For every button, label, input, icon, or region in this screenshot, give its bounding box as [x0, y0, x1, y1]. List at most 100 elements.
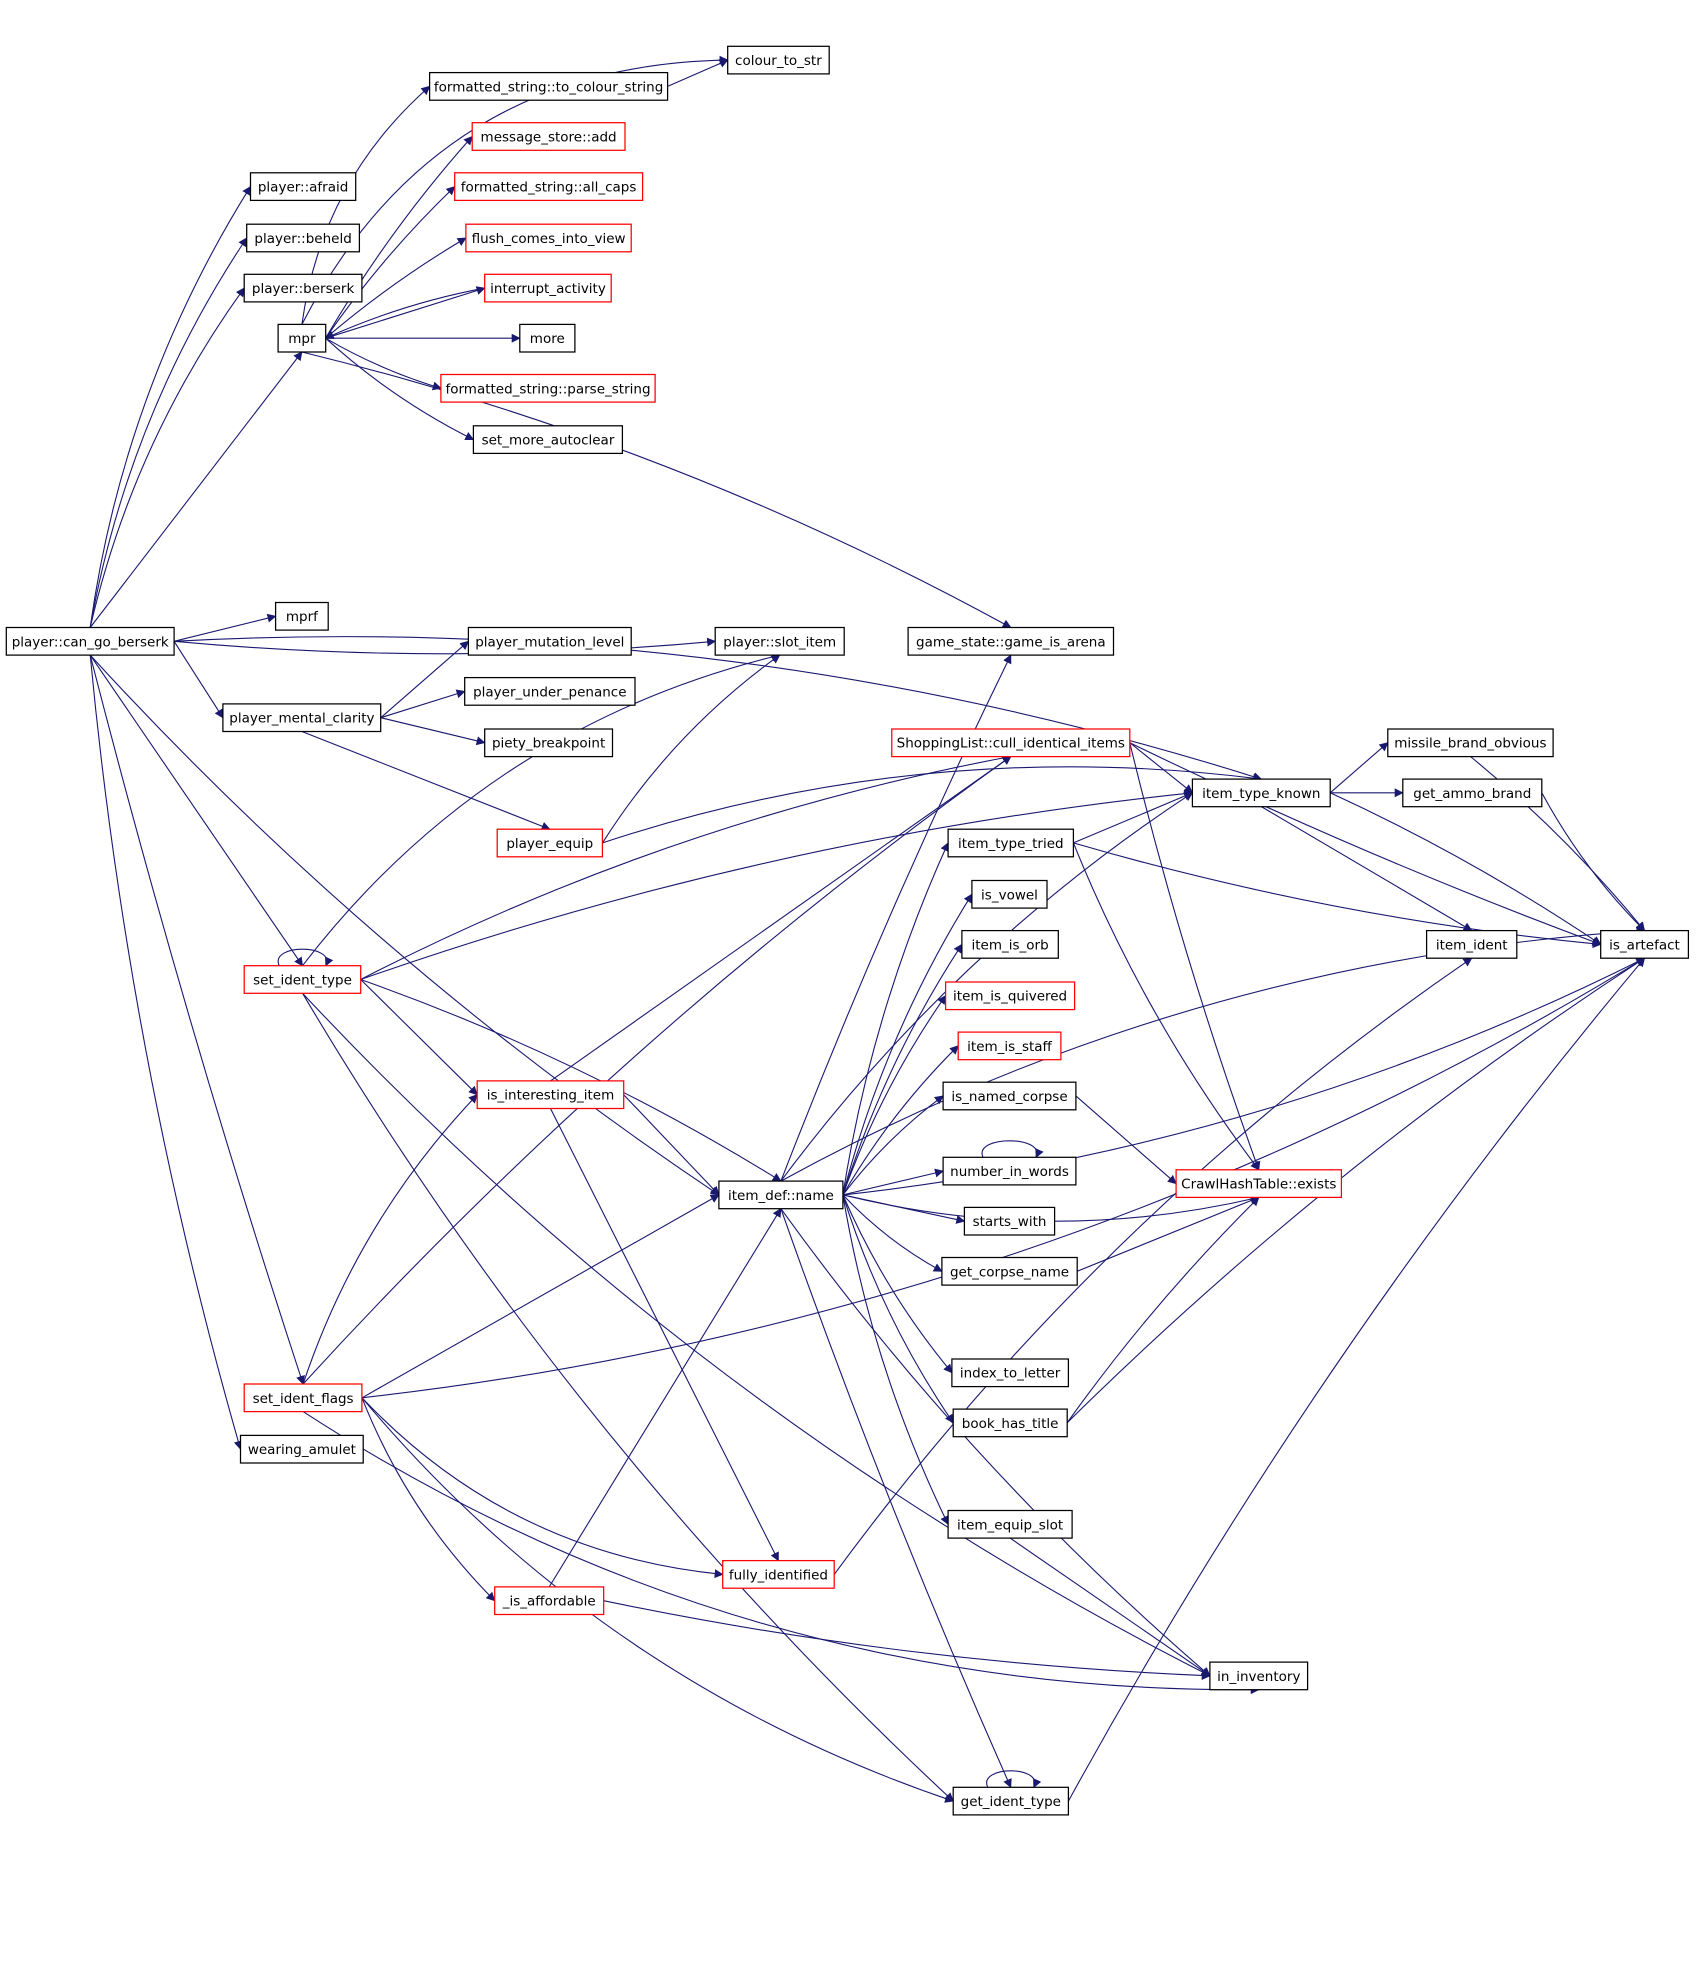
node-che[interactable]: CrawlHashTable::exists	[1175, 1169, 1343, 1199]
node-box	[222, 703, 382, 733]
node-label: player::berserk	[252, 281, 355, 297]
node-box	[467, 626, 632, 656]
node-fciv[interactable]: flush_comes_into_view	[465, 223, 632, 253]
edge-self-niw	[981, 1140, 1044, 1159]
node-box	[465, 223, 632, 253]
node-label: is_interesting_item	[487, 1088, 614, 1104]
node-msa[interactable]: message_store::add	[471, 122, 626, 151]
node-itk[interactable]: item_type_known	[1191, 778, 1331, 808]
node-box	[494, 1586, 605, 1616]
node-label: starts_with	[973, 1214, 1047, 1230]
node-ia[interactable]: interrupt_activity	[484, 273, 612, 303]
node-peq[interactable]: player_equip	[496, 828, 604, 858]
node-cts[interactable]: colour_to_str	[727, 45, 830, 75]
node-box	[942, 1156, 1077, 1186]
edge-idn-ies	[842, 1194, 949, 1526]
node-box	[484, 273, 612, 303]
node-root[interactable]: player::can_go_berserk	[5, 626, 175, 656]
node-box	[484, 728, 614, 758]
node-itl[interactable]: index_to_letter	[951, 1358, 1070, 1388]
edge-self-sit	[277, 948, 334, 967]
node-pmc[interactable]: player_mental_clarity	[222, 703, 382, 733]
node-iii[interactable]: is_interesting_item	[476, 1080, 625, 1110]
node-git[interactable]: get_ident_type	[952, 1786, 1070, 1816]
node-mbo[interactable]: missile_brand_obvious	[1387, 728, 1554, 758]
node-box	[1387, 728, 1554, 758]
node-more[interactable]: more	[519, 323, 576, 353]
node-box	[1425, 929, 1518, 959]
node-label: player::can_go_berserk	[12, 634, 169, 650]
node-box	[971, 879, 1048, 909]
edge-idn-iart	[780, 926, 1646, 1182]
edge-root-idn	[89, 654, 720, 1196]
node-box	[243, 1383, 363, 1413]
edge-itk-iart	[1329, 792, 1602, 945]
edge-root-mpr	[89, 351, 303, 628]
edge-root-psi	[174, 637, 717, 655]
node-label: player_mutation_level	[475, 634, 624, 650]
node-gab[interactable]: get_ammo_brand	[1402, 778, 1543, 808]
node-mprf[interactable]: mprf	[274, 601, 329, 631]
node-pml[interactable]: player_mutation_level	[467, 626, 632, 656]
edge-ia-mpr	[324, 287, 485, 339]
node-label: ShoppingList::cull_identical_items	[897, 736, 1125, 752]
edge-pmc-pml	[380, 640, 470, 719]
node-pup[interactable]: player_under_penance	[464, 676, 636, 706]
node-box	[942, 1081, 1077, 1111]
node-box	[941, 1256, 1078, 1286]
edges	[89, 55, 1646, 1803]
node-label: item_type_known	[1202, 786, 1320, 802]
node-box	[952, 1408, 1068, 1438]
node-tcs[interactable]: formatted_string::to_colour_string	[428, 71, 669, 101]
node-box	[957, 1031, 1062, 1061]
node-box	[519, 323, 576, 353]
node-bht[interactable]: book_has_title	[952, 1408, 1068, 1438]
node-box	[454, 172, 644, 202]
node-iaff[interactable]: _is_affordable	[494, 1586, 605, 1616]
node-beheld[interactable]: player::beheld	[246, 223, 361, 253]
node-idn[interactable]: item_def::name	[718, 1180, 844, 1210]
node-sw[interactable]: starts_with	[963, 1206, 1056, 1236]
node-box	[5, 626, 175, 656]
node-inc[interactable]: is_named_corpse	[942, 1081, 1077, 1111]
node-scii[interactable]: ShoppingList::cull_identical_items	[891, 728, 1131, 758]
node-sma[interactable]: set_more_autoclear	[472, 425, 624, 455]
node-psi[interactable]: player::slot_item	[714, 626, 845, 656]
node-label: set_ident_flags	[253, 1391, 354, 1407]
node-berserk[interactable]: player::berserk	[243, 273, 363, 303]
node-box	[714, 626, 845, 656]
node-iart[interactable]: is_artefact	[1600, 929, 1690, 959]
edge-itk-mbo	[1329, 742, 1389, 794]
node-box	[947, 1509, 1073, 1539]
edge-mpr-fac	[325, 185, 456, 339]
node-box	[496, 828, 604, 858]
edge-sif-iii	[302, 1094, 478, 1385]
node-sif[interactable]: set_ident_flags	[243, 1383, 363, 1413]
node-gcn[interactable]: get_corpse_name	[941, 1256, 1078, 1286]
node-gia[interactable]: game_state::game_is_arena	[907, 626, 1115, 656]
node-iid[interactable]: item_ident	[1425, 929, 1518, 959]
node-label: piety_breakpoint	[492, 736, 605, 752]
node-sit[interactable]: set_ident_type	[243, 965, 362, 994]
node-mpr[interactable]: mpr	[277, 323, 327, 353]
edge-pmc-pup	[380, 689, 466, 719]
node-label: player::slot_item	[723, 634, 836, 650]
node-iv[interactable]: is_vowel	[971, 879, 1048, 909]
node-wam[interactable]: wearing_amulet	[239, 1434, 364, 1464]
node-iiq[interactable]: item_is_quivered	[944, 981, 1076, 1011]
node-iio[interactable]: item_is_orb	[961, 929, 1059, 959]
node-niw[interactable]: number_in_words	[942, 1156, 1077, 1186]
node-afraid[interactable]: player::afraid	[249, 172, 357, 202]
edge-ies-inv	[1009, 1537, 1211, 1677]
node-pbp[interactable]: piety_breakpoint	[484, 728, 614, 758]
node-ies[interactable]: item_equip_slot	[947, 1509, 1073, 1539]
node-fac[interactable]: formatted_string::all_caps	[454, 172, 644, 202]
edge-sit-itk	[360, 789, 1194, 981]
node-iis[interactable]: item_is_staff	[957, 1031, 1062, 1061]
node-fid[interactable]: fully_identified	[722, 1559, 835, 1589]
node-fps[interactable]: formatted_string::parse_string	[440, 373, 656, 403]
node-box	[951, 1358, 1070, 1388]
node-inv[interactable]: in_inventory	[1209, 1661, 1309, 1691]
node-label: item_is_staff	[967, 1039, 1052, 1055]
node-itt[interactable]: item_type_tried	[947, 828, 1075, 858]
